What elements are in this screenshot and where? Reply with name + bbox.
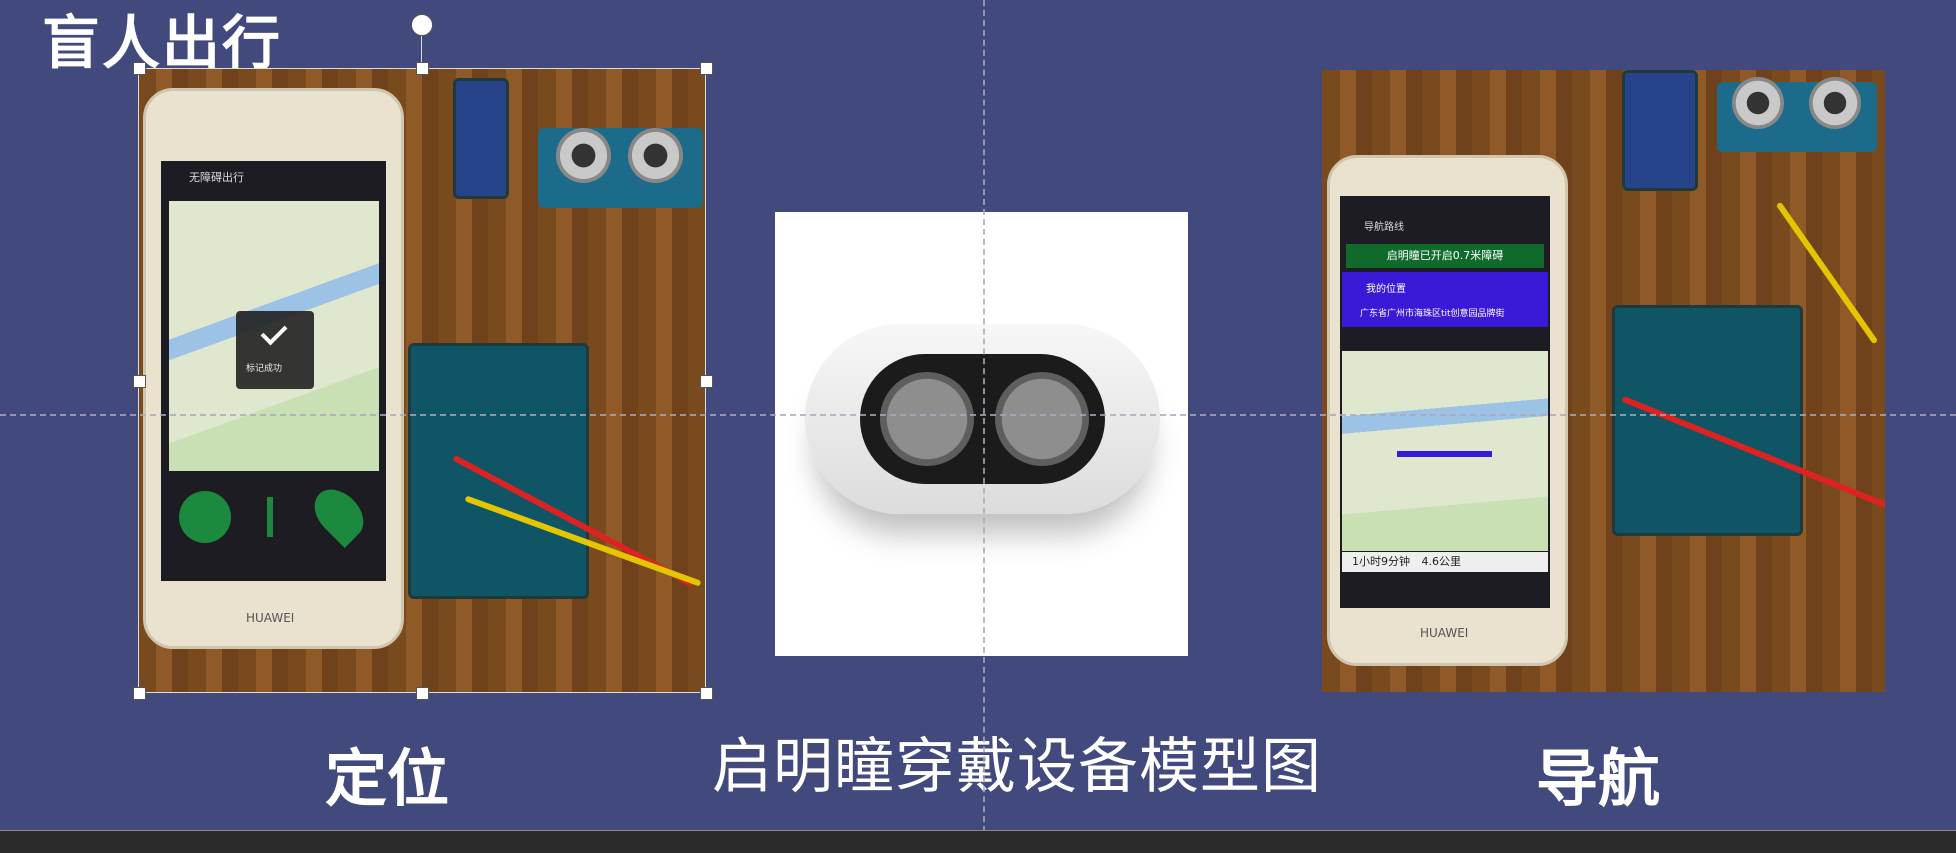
resize-handle-w[interactable] [133, 375, 146, 388]
resize-handle-se[interactable] [700, 687, 713, 700]
bluetooth-module-right [1622, 70, 1698, 191]
slide-title[interactable]: 盲人出行 [42, 9, 283, 77]
phone-right: 导航路线 启明瞳已开启0.7米障碍 我的位置 广东省广州市海珠区tit创意园品牌… [1327, 155, 1568, 666]
trip-footer: 1小时9分钟 4.6公里 [1342, 552, 1548, 572]
rotate-handle[interactable] [411, 14, 433, 36]
bluetooth-module-left [453, 78, 509, 199]
phone-screen-left: 无障碍出行 标记成功 [161, 161, 386, 581]
resize-handle-n[interactable] [416, 62, 429, 75]
route-line [1397, 451, 1492, 457]
nav-banner: 启明瞳已开启0.7米障碍 [1346, 244, 1544, 268]
nav-panel: 我的位置 广东省广州市海珠区tit创意园品牌街 [1342, 272, 1548, 327]
device-sensor-mask [860, 354, 1105, 484]
caption-navigation[interactable]: 导航 [1536, 742, 1661, 815]
destination-label: 广东省广州市海珠区tit创意园品牌街 [1360, 309, 1505, 319]
ultrasonic-sensor-right [1717, 77, 1877, 152]
app-title-left: 无障碍出行 [189, 171, 244, 184]
trip-duration: 1小时9分钟 [1352, 555, 1410, 568]
phone-brand-left: HUAWEI [246, 611, 295, 625]
selection-frame [138, 68, 706, 693]
app-title-right: 导航路线 [1364, 222, 1404, 233]
bluetooth-icon[interactable] [249, 491, 301, 543]
ultrasonic-sensor-left [538, 128, 703, 208]
left-lens [880, 372, 974, 466]
left-photo-positioning[interactable]: 无障碍出行 标记成功 HUAWEI [138, 68, 706, 693]
phone-left: 无障碍出行 标记成功 HUAWEI [143, 88, 404, 649]
toast-text: 标记成功 [246, 364, 283, 374]
phone-brand-right: HUAWEI [1420, 626, 1469, 640]
right-lens [995, 372, 1089, 466]
resize-handle-sw[interactable] [133, 687, 146, 700]
right-photo-navigation[interactable]: 导航路线 启明瞳已开启0.7米障碍 我的位置 广东省广州市海珠区tit创意园品牌… [1322, 70, 1885, 692]
device-model-image[interactable] [775, 212, 1188, 656]
rotate-handle-line [421, 36, 422, 68]
map-view-right [1342, 351, 1548, 551]
caption-positioning[interactable]: 定位 [325, 742, 450, 815]
horizontal-center-guide [0, 414, 1956, 416]
arduino-board-left [408, 343, 589, 599]
my-location-label: 我的位置 [1366, 284, 1406, 295]
resize-handle-nw[interactable] [133, 62, 146, 75]
trip-distance: 4.6公里 [1421, 555, 1462, 568]
wearable-device [805, 324, 1160, 514]
resize-handle-ne[interactable] [700, 62, 713, 75]
editor-status-bar [0, 830, 1956, 853]
resize-handle-s[interactable] [416, 687, 429, 700]
compass-icon[interactable] [179, 491, 231, 543]
arduino-board-right [1612, 305, 1803, 536]
caption-device-model[interactable]: 启明瞳穿戴设备模型图 [712, 732, 1322, 802]
vertical-center-guide [983, 0, 985, 852]
phone-screen-right: 导航路线 启明瞳已开启0.7米障碍 我的位置 广东省广州市海珠区tit创意园品牌… [1340, 196, 1550, 608]
resize-handle-e[interactable] [700, 375, 713, 388]
success-toast: 标记成功 [236, 311, 314, 389]
